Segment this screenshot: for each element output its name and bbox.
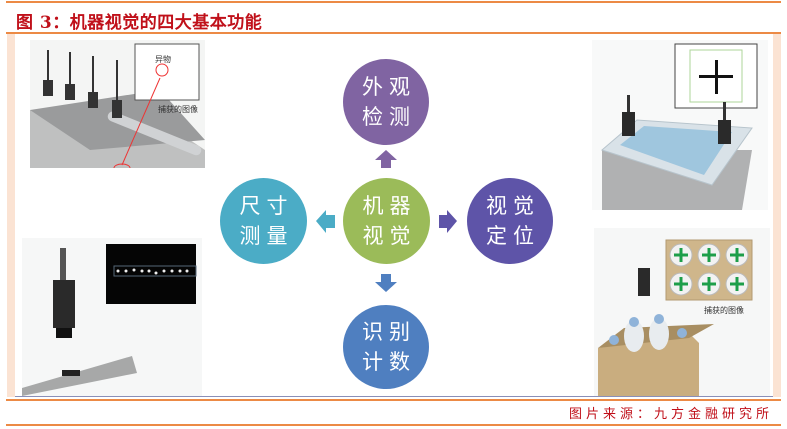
circle-line1: 识别: [362, 320, 416, 344]
source-top-rule: [6, 399, 781, 401]
figure-title: 图 3：机器视觉的四大基本功能: [16, 13, 263, 33]
right-strip: [773, 34, 781, 397]
counting-scene: [598, 239, 753, 396]
circle-line2: 定位: [486, 224, 540, 248]
title-rule: [6, 32, 781, 34]
circle-line2: 计数: [362, 350, 416, 374]
inspection-illustration: 异物 捕获的图像: [30, 40, 205, 168]
circle-line2: 检测: [362, 105, 416, 129]
positioning-scene: [600, 43, 758, 210]
figure-bottom-rule: [15, 396, 773, 397]
top-rule: [6, 1, 781, 3]
function-appearance-inspection: 外观 检测: [343, 59, 429, 145]
arrow-down-icon: [375, 274, 397, 292]
center-machine-vision: 机器 视觉: [343, 178, 430, 264]
arrow-right-icon: [439, 210, 457, 233]
function-visual-positioning: 视觉 定位: [467, 178, 553, 264]
function-recognition-counting: 识别 计数: [343, 305, 429, 389]
arrow-left-icon: [316, 210, 335, 233]
measurement-scene: [22, 244, 197, 396]
circle-line1: 视觉: [486, 194, 540, 218]
source-bottom-rule: [6, 424, 781, 426]
counting-illustration: 捕获的图像: [594, 228, 770, 396]
foreign-object-label: 异物: [155, 55, 171, 64]
circle-line1: 机器: [362, 194, 417, 218]
arrow-up-icon: [375, 150, 397, 168]
source-note: 图片来源：九方金融研究所: [568, 407, 773, 422]
left-strip: [7, 34, 15, 397]
circle-line1: 外观: [362, 75, 416, 99]
measurement-illustration: [22, 238, 202, 396]
function-dimension-measurement: 尺寸 测量: [220, 178, 307, 264]
inspection-scene: [30, 43, 205, 168]
captured-image-label: 捕获的图像: [704, 306, 744, 315]
circle-line1: 尺寸: [239, 194, 294, 218]
captured-image-label: 捕获的图像: [158, 105, 198, 114]
circle-line2: 测量: [239, 224, 294, 248]
positioning-illustration: [592, 40, 768, 210]
circle-line2: 视觉: [362, 224, 417, 248]
